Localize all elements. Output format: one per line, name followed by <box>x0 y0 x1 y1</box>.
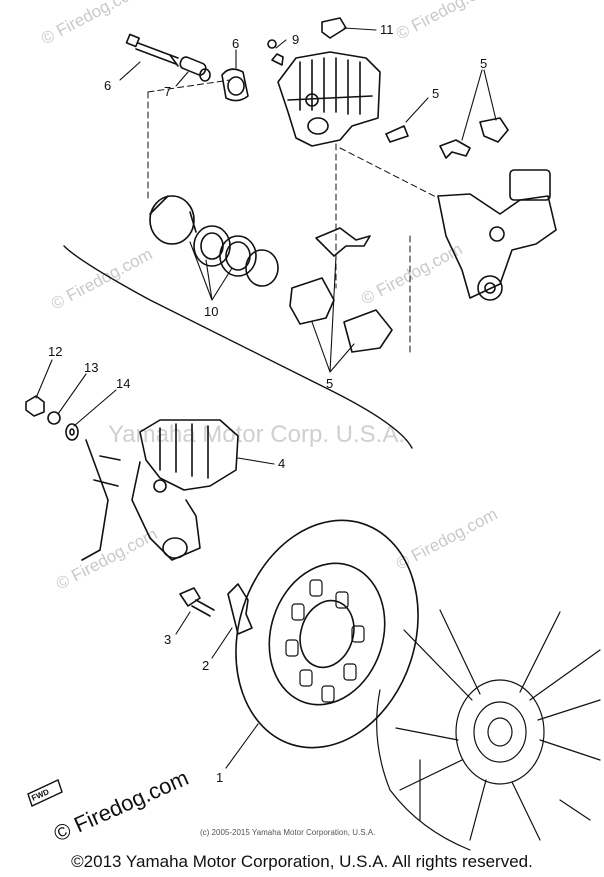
callout-9: 9 <box>292 32 299 47</box>
washer-13 <box>47 411 61 425</box>
pad-spring-5 <box>439 117 509 159</box>
bolt-3 <box>179 587 215 617</box>
bolt-6 <box>125 33 179 67</box>
boot-6 <box>221 68 249 102</box>
brake-disc-1 <box>235 519 419 749</box>
callout-7: 7 <box>164 84 171 99</box>
watermark-top-right: © Firedog.com <box>393 0 501 44</box>
callout-5-springs: 5 <box>480 56 487 71</box>
lock-plate-2 <box>227 583 253 635</box>
cap-11 <box>321 17 347 39</box>
washer-14 <box>65 423 79 441</box>
bolt-5-upper <box>385 125 409 143</box>
watermark-mid-left: © Firedog.com <box>48 244 156 313</box>
fwd-label: FWD <box>30 787 51 803</box>
pin-7 <box>179 56 211 82</box>
bleeder-9 <box>267 39 284 66</box>
callout-13: 13 <box>84 360 98 375</box>
watermark-mid-right: © Firedog.com <box>358 239 466 308</box>
callout-6-bolt: 6 <box>104 78 111 93</box>
watermark-lower-left: © Firedog.com <box>53 524 161 593</box>
watermark-center: Yamaha Motor Corp. U.S.A. <box>108 421 405 448</box>
watermark-top-left: © Firedog.com <box>38 0 146 49</box>
caliper-body-upper <box>277 51 381 147</box>
callout-5-bolt: 5 <box>432 86 439 101</box>
callout-12: 12 <box>48 344 62 359</box>
small-copyright: (c) 2005-2015 Yamaha Motor Corporation, … <box>200 828 375 837</box>
callout-3: 3 <box>164 632 171 647</box>
wheel-hub <box>376 609 601 851</box>
callout-11: 11 <box>380 22 394 37</box>
copyright-footer: ©2013 Yamaha Motor Corporation, U.S.A. A… <box>71 852 533 871</box>
callout-1: 1 <box>216 770 223 785</box>
group-bracket-line <box>63 245 413 449</box>
caliper-assembly-4 <box>81 419 239 561</box>
fwd-arrow-tag: FWD <box>27 779 63 807</box>
callout-leaders <box>35 27 497 769</box>
callout-4: 4 <box>278 456 285 471</box>
nut-12 <box>25 395 45 417</box>
callout-10: 10 <box>204 304 218 319</box>
callout-labels: 6 7 6 9 11 5 5 10 5 12 13 14 4 3 2 1 <box>48 22 487 785</box>
watermark-lower-right: © Firedog.com <box>393 504 501 573</box>
piston-10 <box>149 195 279 287</box>
watermark-bottom: © Firedog.com <box>50 765 192 847</box>
callout-14: 14 <box>116 376 130 391</box>
callout-6-boot: 6 <box>232 36 239 51</box>
caliper-bracket-right <box>437 169 557 301</box>
callout-5-pads: 5 <box>326 376 333 391</box>
callout-2: 2 <box>202 658 209 673</box>
